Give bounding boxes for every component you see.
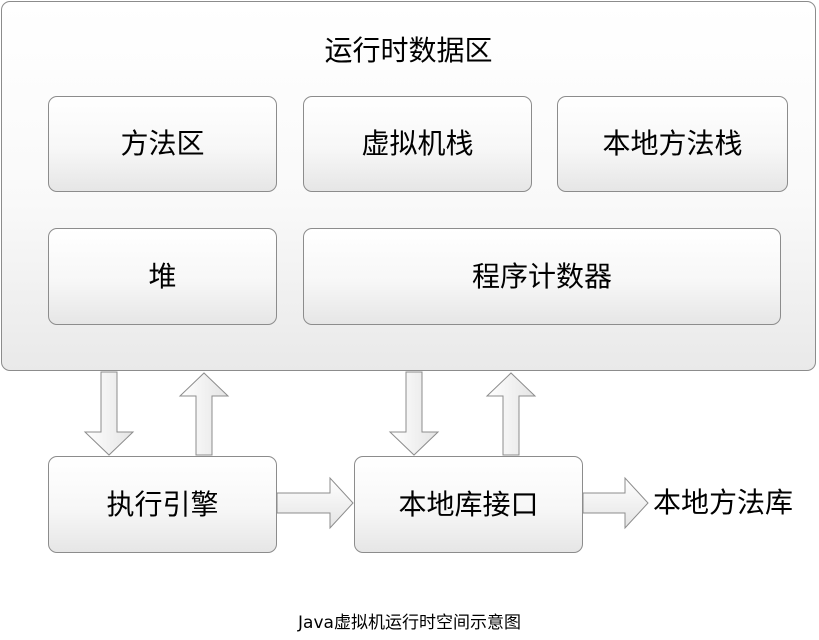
method-area-label: 方法区: [120, 127, 205, 160]
arrow-down-to-engine: [83, 371, 135, 456]
native-method-stack-label: 本地方法栈: [602, 127, 743, 160]
execution-engine-label: 执行引擎: [106, 487, 219, 521]
runtime-data-area-title: 运行时数据区: [324, 34, 493, 67]
program-counter-box: 程序计数器: [303, 228, 781, 325]
vm-stack-label: 虚拟机栈: [361, 127, 474, 160]
heap-box: 堆: [48, 228, 277, 325]
arrow-up-from-native-interface: [485, 372, 537, 456]
method-area-box: 方法区: [48, 96, 277, 192]
arrow-right-engine-to-interface: [276, 476, 354, 530]
native-library-label: 本地方法库: [653, 486, 794, 519]
heap-label: 堆: [148, 259, 177, 293]
arrow-up-from-engine: [178, 372, 230, 456]
native-interface-label: 本地库接口: [398, 487, 539, 521]
native-interface-box: 本地库接口: [354, 456, 583, 553]
program-counter-label: 程序计数器: [471, 259, 612, 293]
arrow-right-interface-to-library: [582, 476, 649, 530]
vm-stack-box: 虚拟机栈: [303, 96, 532, 192]
execution-engine-box: 执行引擎: [48, 456, 277, 553]
native-method-stack-box: 本地方法栈: [557, 96, 788, 192]
diagram-caption: Java虚拟机运行时空间示意图: [298, 613, 521, 633]
arrow-down-to-native-interface: [388, 371, 440, 456]
